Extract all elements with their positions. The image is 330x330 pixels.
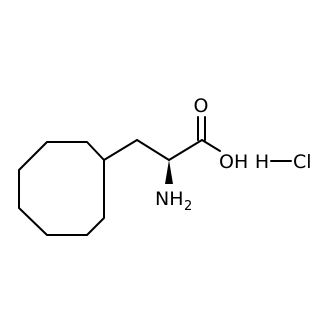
bond-ring-to-ch2: [103, 139, 138, 161]
bond-alpha-to-carboxyl-carbon: [168, 139, 203, 161]
label-hydrogen: H: [255, 151, 269, 173]
cyclooctane-ring: [18, 141, 105, 236]
label-chlorine: Cl: [293, 151, 312, 173]
wedge-bond-amine: [165, 160, 173, 184]
label-amine-subscript: 2: [184, 199, 192, 214]
bond-ch2-to-alpha-carbon: [136, 139, 170, 161]
bond-carboxyl-to-hydroxyl: [201, 139, 221, 152]
label-hydroxyl: OH: [219, 151, 248, 173]
label-carbonyl-oxygen: O: [194, 95, 209, 117]
label-amine: NH: [155, 188, 184, 210]
